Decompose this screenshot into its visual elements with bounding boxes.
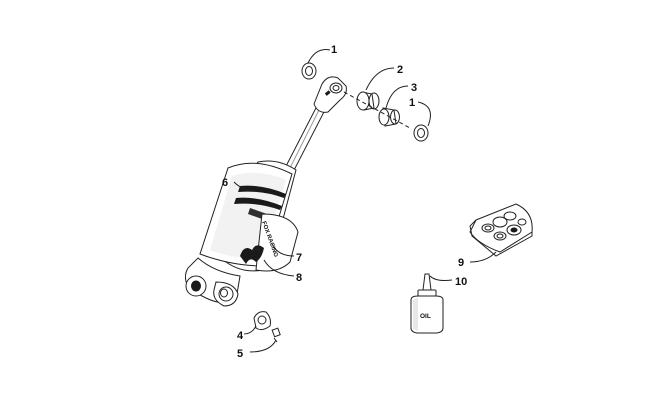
callout-label-10: 10: [455, 276, 467, 288]
screw-5: [271, 327, 281, 343]
callout-8: 8: [263, 259, 302, 284]
callout-6: 6: [222, 177, 253, 191]
callout-label-8: 8: [296, 272, 302, 284]
callout-label-5: 5: [237, 348, 243, 360]
bushing-2: [356, 91, 380, 111]
callout-label-1-right: 1: [409, 97, 415, 109]
callout-9: 9: [458, 251, 497, 269]
shock-absorber: FOX RACING: [184, 76, 347, 307]
washer-1-top: [301, 62, 317, 80]
callout-5: 5: [237, 339, 277, 360]
callout-label-6: 6: [222, 177, 228, 189]
washer-1-right: [413, 124, 429, 142]
callout-label-4: 4: [237, 330, 244, 342]
oil-bottle: OIL: [410, 273, 444, 334]
callout-label-9: 9: [458, 257, 464, 269]
callout-label-3: 3: [411, 82, 417, 94]
callout-7: 7: [271, 243, 302, 264]
callout-label-1-top: 1: [331, 44, 337, 56]
oil-bottle-label: OIL: [420, 313, 431, 320]
shock-band-6: [234, 185, 286, 210]
seal-kit-card: [469, 203, 533, 257]
callout-10: 10: [429, 275, 467, 288]
callout-4: 4: [237, 325, 257, 342]
shock-body: [199, 160, 299, 272]
callout-1-top: 1: [307, 44, 337, 64]
callout-label-7: 7: [296, 252, 302, 264]
shock-lower-eyelet: [184, 257, 241, 307]
callouts: 1 2 3 1 6 7 8: [222, 44, 497, 360]
callout-label-2: 2: [397, 64, 403, 76]
shock-top-eyelet: [313, 76, 347, 113]
nut-4: [253, 311, 271, 331]
callout-3: 3: [385, 82, 417, 109]
callout-2: 2: [365, 64, 403, 91]
callout-1-right: 1: [409, 97, 431, 127]
